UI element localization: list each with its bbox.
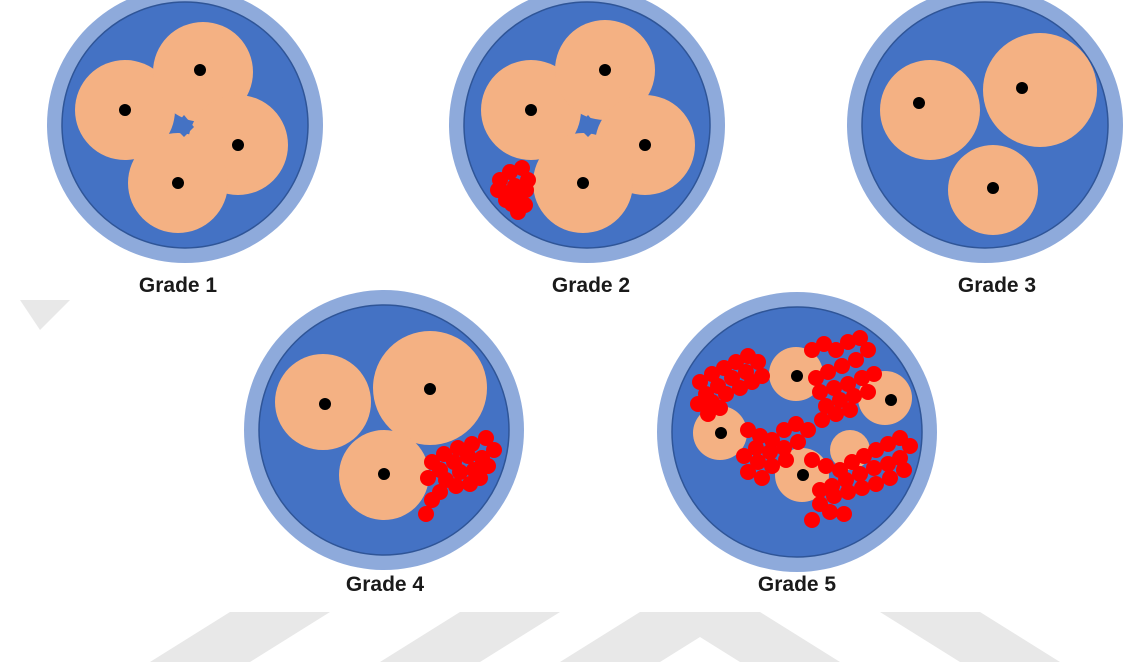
watermark-stripe (380, 612, 560, 662)
grade-3-panel: Grade 3 (847, 0, 1123, 297)
red-cell (718, 386, 734, 402)
nucleus (599, 64, 611, 76)
red-cell (518, 182, 534, 198)
grade-4-label: Grade 4 (346, 573, 425, 596)
grade-5-label: Grade 5 (758, 573, 837, 596)
red-cell (852, 466, 868, 482)
red-cell (846, 388, 862, 404)
nucleus (639, 139, 651, 151)
grade-5-panel: Grade 5 (657, 292, 937, 596)
watermark-stripe (880, 612, 1060, 662)
red-cell (448, 478, 464, 494)
red-cell (712, 400, 728, 416)
red-cell (424, 492, 440, 508)
red-cell (822, 504, 838, 520)
red-cell (842, 402, 858, 418)
grade-1-panel: Grade 1 (47, 0, 323, 297)
red-cell (866, 460, 882, 476)
nucleus (791, 370, 803, 382)
red-cell (754, 368, 770, 384)
red-cell (740, 464, 756, 480)
red-cell (826, 488, 842, 504)
red-cell (866, 366, 882, 382)
red-cell (868, 476, 884, 492)
red-cell (808, 370, 824, 386)
nucleus (715, 427, 727, 439)
red-cell (778, 452, 794, 468)
red-cell (880, 456, 896, 472)
watermark-stripe (150, 612, 330, 662)
nucleus (232, 139, 244, 151)
red-cell (418, 506, 434, 522)
nucleus (378, 468, 390, 480)
grade-2-label: Grade 2 (552, 274, 630, 297)
nucleus (172, 177, 184, 189)
red-cell (896, 462, 912, 478)
nucleus (119, 104, 131, 116)
grade-4-panel: Grade 4 (244, 290, 524, 596)
red-cell (836, 506, 852, 522)
cell (983, 33, 1097, 147)
red-cell (840, 484, 856, 500)
red-cell (420, 470, 436, 486)
red-cell (854, 480, 870, 496)
cell (880, 60, 980, 160)
red-cell (812, 482, 828, 498)
red-cell (804, 512, 820, 528)
nucleus (987, 182, 999, 194)
nucleus (319, 398, 331, 410)
nucleus (424, 383, 436, 395)
red-cell (848, 352, 864, 368)
red-cell (860, 384, 876, 400)
red-cell (498, 192, 514, 208)
watermark-stripe (20, 300, 70, 330)
red-cell (834, 358, 850, 374)
red-cell (462, 476, 478, 492)
red-cell (812, 384, 828, 400)
nucleus (885, 394, 897, 406)
red-cell (882, 470, 898, 486)
nucleus (913, 97, 925, 109)
nucleus (797, 469, 809, 481)
red-cell (736, 448, 752, 464)
nucleus (577, 177, 589, 189)
red-cell (804, 452, 820, 468)
red-cell (460, 448, 476, 464)
red-cell (754, 470, 770, 486)
grade-3-label: Grade 3 (958, 274, 1036, 297)
grade-1-label: Grade 1 (139, 274, 218, 297)
red-cell (814, 412, 830, 428)
grade-2-panel: Grade 2 (449, 0, 725, 297)
nucleus (194, 64, 206, 76)
red-cell (828, 406, 844, 422)
nucleus (1016, 82, 1028, 94)
red-cell (818, 458, 834, 474)
red-cell (510, 204, 526, 220)
red-cell (790, 434, 806, 450)
nucleus (525, 104, 537, 116)
